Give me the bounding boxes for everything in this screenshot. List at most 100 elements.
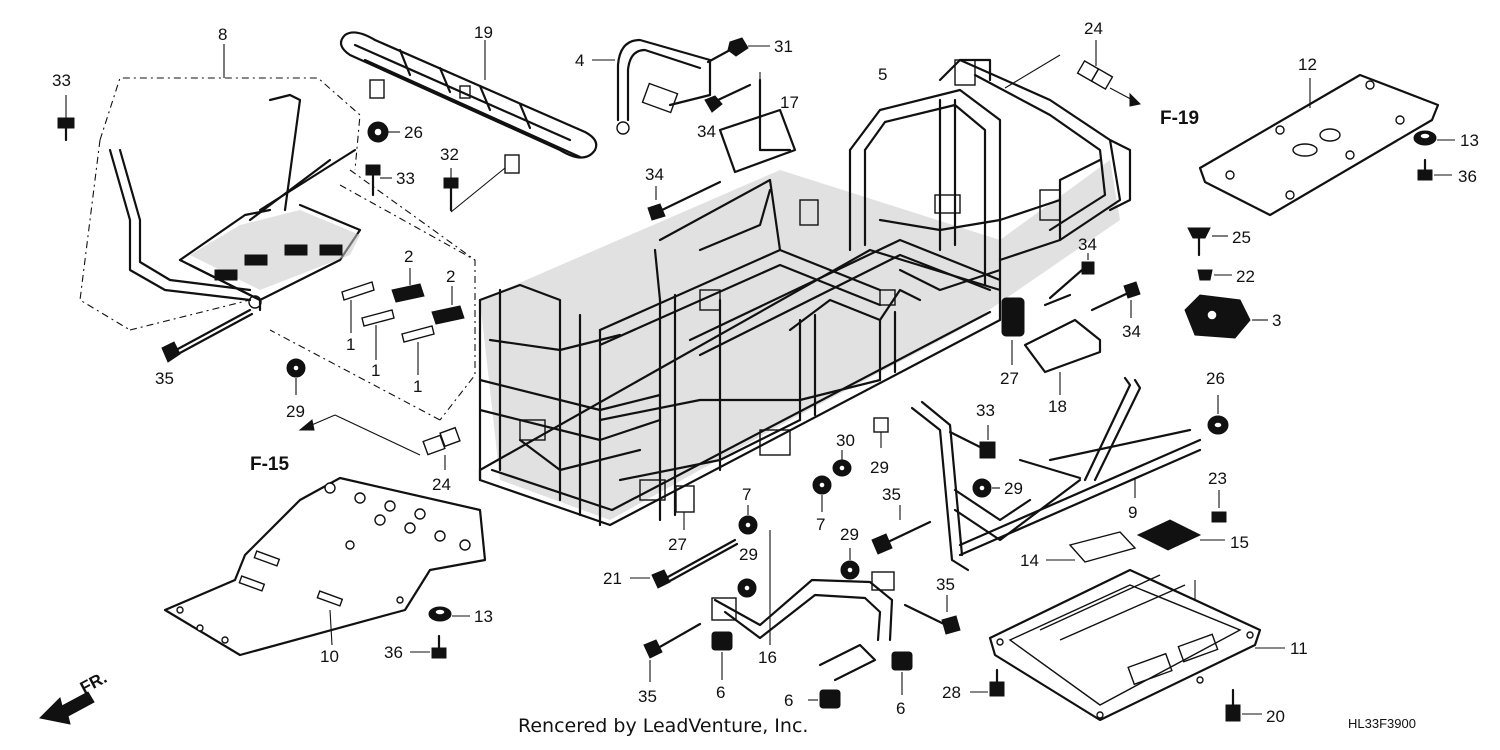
callout-31: 31 — [774, 37, 793, 56]
callout-34-right-a: 34 — [1078, 235, 1097, 254]
callout-1-b: 1 — [371, 361, 380, 380]
callout-26-right: 26 — [1206, 369, 1225, 388]
step-bracket-16 — [711, 530, 895, 682]
bolt-21 — [630, 538, 739, 589]
fitting-24-lower — [298, 414, 461, 470]
callout-29-left: 29 — [286, 402, 305, 421]
callout-27-center: 27 — [668, 535, 687, 554]
callout-18: 18 — [1048, 397, 1067, 416]
bolt-33c — [948, 425, 996, 459]
callout-29-lower-a: 29 — [739, 545, 758, 564]
mat-15 — [1136, 519, 1225, 551]
callout-29-lower-b: 29 — [840, 525, 859, 544]
grommet-13b — [428, 606, 470, 622]
bolt-35d — [643, 622, 702, 682]
bolt-28 — [970, 668, 1005, 697]
callout-19: 19 — [474, 23, 493, 42]
nut-7a — [738, 505, 758, 535]
nut-29e — [840, 548, 860, 580]
callout-24-lower: 24 — [432, 475, 451, 494]
callout-14: 14 — [1020, 551, 1039, 570]
callout-27-right: 27 — [1000, 369, 1019, 388]
clip-25 — [1187, 227, 1228, 257]
clamp-6c — [891, 651, 913, 695]
rear-bed-frame — [79, 44, 476, 421]
callout-16: 16 — [758, 648, 777, 667]
rear-skid-plate — [163, 476, 487, 657]
callout-32: 32 — [440, 145, 459, 164]
bed-brackets — [341, 268, 465, 375]
front-direction-label: FR. — [77, 668, 110, 698]
clamp-6a — [711, 631, 733, 680]
block-27 — [675, 485, 695, 530]
callout-29-center: 29 — [870, 458, 889, 477]
callout-35-mid-right: 35 — [936, 575, 955, 594]
grommet-13a — [1413, 130, 1455, 146]
callout-labels: 8 19 4 31 24 12 33 5 17 34 26 32 33 13 3… — [52, 19, 1479, 737]
callout-28: 28 — [942, 683, 961, 702]
callout-2-left: 2 — [404, 247, 413, 266]
ref-f19: F-19 — [1160, 108, 1199, 129]
callout-15: 15 — [1230, 533, 1249, 552]
callout-34-right-b: 34 — [1122, 322, 1141, 341]
front-cover-plate — [1198, 73, 1440, 217]
callout-10: 10 — [320, 647, 339, 666]
callout-7-left: 7 — [742, 485, 751, 504]
callout-5: 5 — [878, 65, 887, 84]
nut-30 — [832, 450, 852, 477]
guard-18 — [1001, 293, 1102, 395]
callout-20: 20 — [1266, 707, 1285, 726]
callout-13-bottom: 13 — [474, 607, 493, 626]
callout-11: 11 — [1290, 639, 1308, 658]
bolt-34a — [704, 83, 752, 113]
callout-34-frame: 34 — [645, 165, 664, 184]
grab-handle-17 — [718, 72, 797, 174]
main-frame — [478, 58, 1132, 527]
fitting-24-upper — [1004, 40, 1142, 107]
bolt-34b — [647, 180, 722, 221]
pad-14 — [1046, 531, 1137, 563]
bolt-34c — [1048, 253, 1095, 300]
callout-30: 30 — [836, 431, 855, 450]
callout-33-top-left: 33 — [52, 71, 71, 90]
callout-29-right: 29 — [1004, 479, 1023, 498]
callout-25: 25 — [1232, 228, 1251, 247]
callout-6-center: 6 — [784, 691, 793, 710]
callout-6-left: 6 — [716, 683, 725, 702]
nut-29d — [737, 578, 757, 598]
bolt-36a — [1417, 158, 1452, 181]
bolt-34d — [1090, 281, 1141, 318]
bolt-33a — [57, 95, 75, 142]
callout-23: 23 — [1208, 469, 1227, 488]
subframe-9 — [910, 376, 1202, 572]
callout-7-right: 7 — [816, 515, 825, 534]
bolt-35a — [161, 308, 254, 363]
callout-21: 21 — [603, 569, 622, 588]
callout-35-center: 35 — [882, 485, 901, 504]
nut-29b — [873, 417, 889, 448]
front-skid-plate — [988, 568, 1285, 722]
callout-36-top: 36 — [1458, 167, 1477, 186]
callout-26-top: 26 — [404, 123, 423, 142]
front-direction-arrow — [38, 691, 95, 725]
drawing-code: HL33F3900 — [1348, 716, 1416, 731]
callout-34-top: 34 — [697, 122, 716, 141]
bolt-32 — [443, 167, 506, 213]
callout-33-mid: 33 — [396, 169, 415, 188]
bolt-31 — [706, 37, 770, 64]
ref-f15: F-15 — [250, 454, 290, 475]
bolt-20 — [1225, 688, 1262, 722]
callout-3: 3 — [1272, 311, 1281, 330]
nut-26a — [367, 121, 400, 143]
bolt-33b — [365, 164, 392, 197]
bracket-3 — [1184, 294, 1268, 339]
callout-1-c: 1 — [413, 377, 422, 396]
callout-13-top: 13 — [1460, 131, 1479, 150]
callout-17: 17 — [780, 93, 799, 112]
callout-1-a: 1 — [346, 335, 355, 354]
nut-26b — [1207, 395, 1229, 435]
clamp-6b — [808, 689, 841, 709]
callout-8: 8 — [218, 25, 227, 44]
callout-9: 9 — [1128, 503, 1137, 522]
callout-2-right: 2 — [446, 267, 455, 286]
